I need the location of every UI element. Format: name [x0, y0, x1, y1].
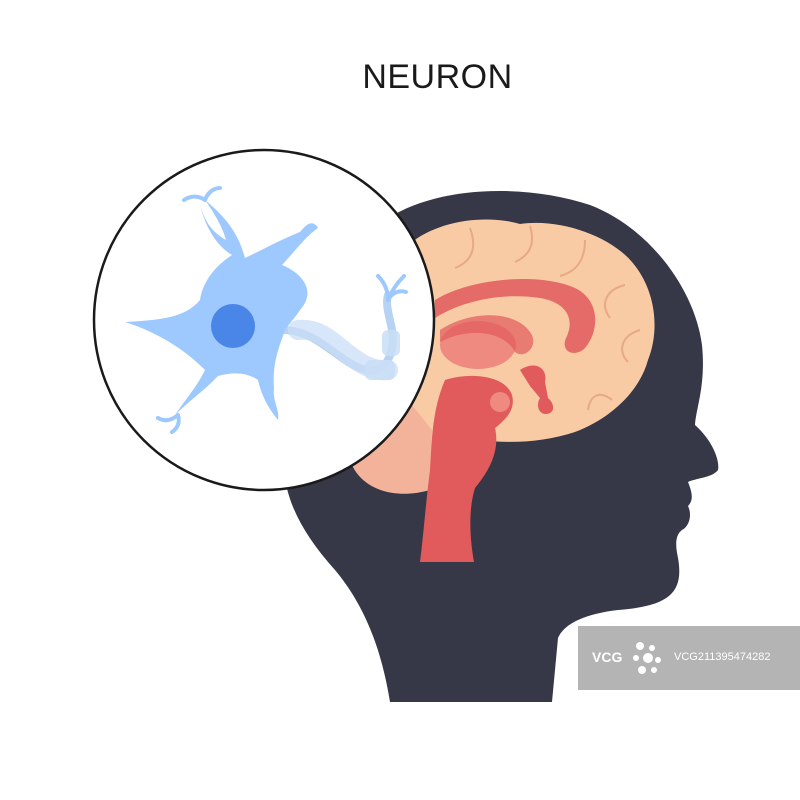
watermark-mark-icon: [633, 642, 661, 674]
axon-terminal: [376, 274, 408, 302]
watermark-id: VCG211395474282: [674, 651, 771, 663]
neuron-nucleus: [211, 304, 255, 348]
watermark: VCG VCG211395474282: [578, 626, 800, 690]
dendrite: [182, 186, 222, 202]
corpus-callosum: [435, 278, 596, 353]
myelin-segment: [365, 360, 395, 380]
dendrite: [156, 413, 181, 434]
watermark-logo: VCG: [592, 649, 623, 665]
gyri-lines: [454, 225, 641, 411]
page-title: NEURON: [362, 58, 513, 96]
brainstem: [420, 375, 513, 562]
myelin-segment: [382, 330, 400, 356]
fornix: [440, 315, 534, 355]
pituitary-gland: [543, 403, 553, 413]
pons: [490, 392, 510, 412]
hypothalamus: [520, 365, 554, 414]
